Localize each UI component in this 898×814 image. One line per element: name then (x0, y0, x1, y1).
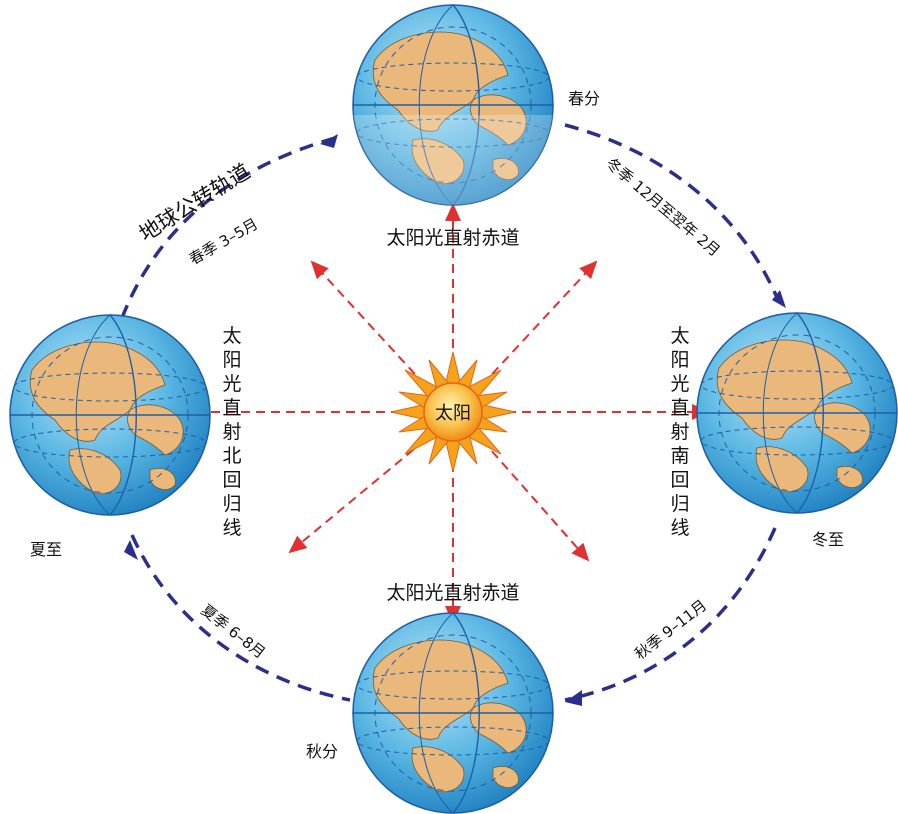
ray-lower-left (288, 439, 426, 554)
vertical-char: 回 (222, 469, 241, 491)
ray-upper-right (481, 260, 598, 386)
sun-rays (190, 203, 710, 624)
ray-upper-left (310, 260, 426, 386)
season-winter: 冬季 12月至翌年 2月 (602, 154, 723, 260)
ray-lower-right (481, 439, 590, 562)
ray-label-right: 太阳光直射南回归线 (670, 325, 689, 539)
vertical-char: 线 (222, 517, 241, 539)
autumn-equinox-label: 秋分 (306, 742, 338, 761)
vertical-char: 阳 (670, 349, 689, 371)
season-summer: 夏季 6–8月 (198, 601, 269, 662)
vertical-char: 回 (670, 469, 689, 491)
globe-autumn (352, 612, 554, 814)
ray-label-bottom: 太阳光直射赤道 (386, 582, 519, 604)
summer-solstice-label: 夏至 (30, 540, 62, 559)
vertical-char: 射 (670, 421, 689, 443)
sun: 太阳 (390, 351, 516, 473)
orbit-arrows (124, 134, 786, 706)
sun-label: 太阳 (435, 403, 471, 424)
vertical-char: 南 (670, 445, 689, 467)
sun-disc (423, 382, 483, 442)
globe-spring (352, 4, 554, 206)
orbit (120, 123, 780, 702)
vertical-char: 射 (222, 421, 241, 443)
ray-label-left: 太阳光直射北回归线 (222, 325, 241, 539)
vertical-char: 太 (222, 325, 241, 347)
winter-solstice-label: 冬至 (812, 530, 844, 549)
vertical-char: 光 (222, 373, 241, 395)
season-autumn: 秋季 9–11月 (631, 596, 710, 663)
vertical-char: 直 (222, 397, 241, 419)
vertical-char: 北 (222, 445, 241, 467)
globe-winter (696, 312, 898, 514)
orbit-arrow-autumn (565, 690, 582, 706)
vertical-char: 直 (670, 397, 689, 419)
vertical-char: 太 (670, 325, 689, 347)
season-spring: 春季 3–5月 (186, 215, 261, 269)
vertical-char: 归 (222, 493, 241, 515)
spring-equinox-label: 春分 (568, 89, 600, 108)
orbit-arrow-summer (124, 540, 138, 560)
orbit-arrow-spring (320, 134, 338, 148)
vertical-char: 阳 (222, 349, 241, 371)
vertical-char: 归 (670, 493, 689, 515)
vertical-char: 线 (670, 517, 689, 539)
sun-flares (390, 351, 516, 473)
globe-summer (9, 314, 211, 516)
orbit-arrow-winter (772, 290, 786, 308)
ray-label-top: 太阳光直射赤道 (386, 227, 519, 249)
vertical-char: 光 (670, 373, 689, 395)
